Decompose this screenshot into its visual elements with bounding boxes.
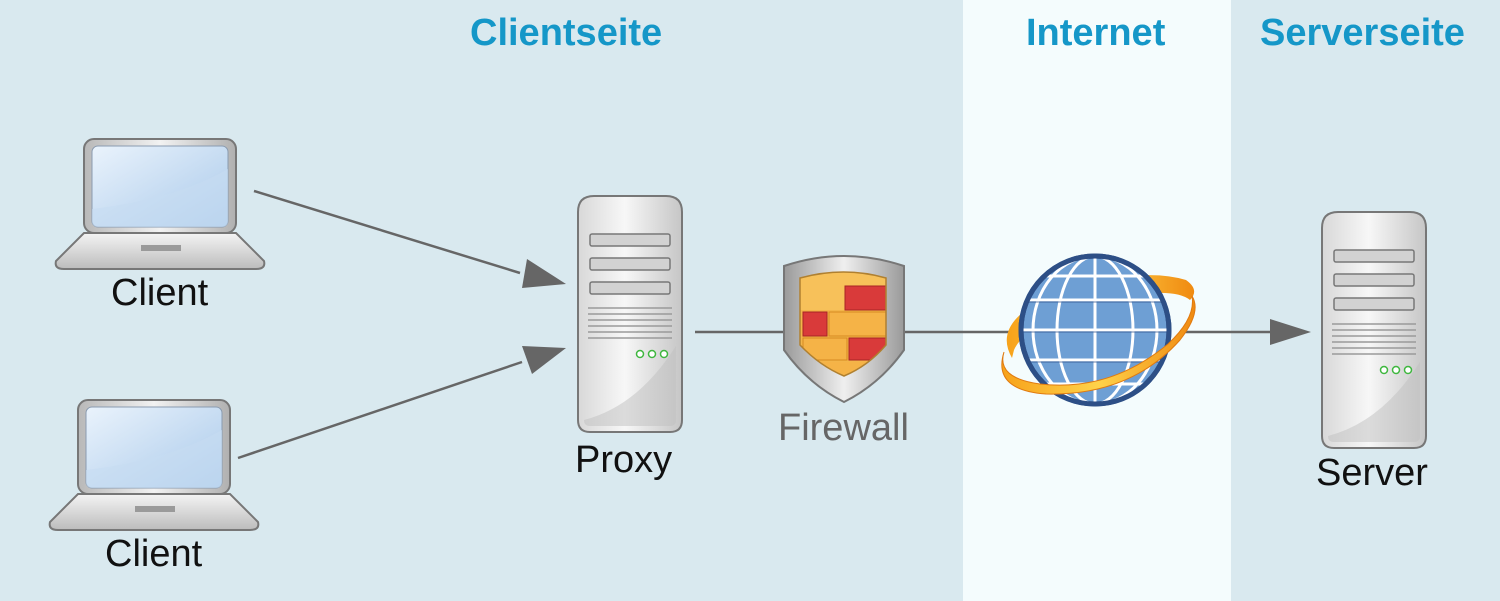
server-tower-icon	[1321, 211, 1427, 449]
connector-client-top-to-proxy	[253, 189, 521, 275]
label-client-bottom: Client	[105, 533, 203, 575]
label-server: Server	[1316, 452, 1428, 494]
label-firewall: Firewall	[778, 407, 909, 449]
arrowhead-server	[1270, 319, 1311, 345]
zone-title-server-side: Serverseite	[1260, 12, 1465, 54]
firewall-shield-icon	[783, 255, 905, 404]
globe-icon	[1001, 253, 1196, 407]
connector-client-bottom-to-proxy	[237, 360, 523, 460]
server-tower-icon	[577, 195, 683, 433]
laptop-icon	[54, 138, 266, 270]
label-proxy: Proxy	[575, 439, 673, 481]
arrowhead-proxy-bottom	[522, 346, 566, 374]
zone-title-internet: Internet	[1026, 12, 1166, 54]
arrowhead-proxy-top	[522, 259, 566, 288]
zone-title-client-side: Clientseite	[470, 12, 663, 54]
laptop-icon	[48, 399, 260, 531]
connectors	[237, 189, 1311, 460]
label-client-top: Client	[111, 272, 209, 314]
